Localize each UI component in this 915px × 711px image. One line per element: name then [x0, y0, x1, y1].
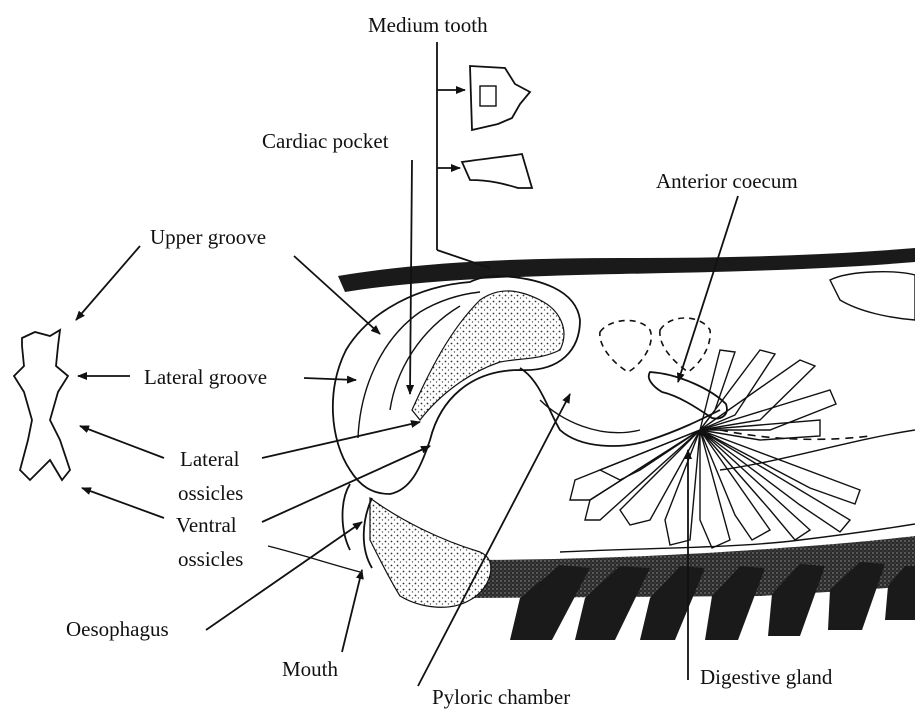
dashed-organ-2 — [660, 318, 710, 372]
label-pyloric-chamber: Pyloric chamber — [432, 685, 570, 709]
ossicle-illustration — [14, 330, 70, 480]
dashed-organ-1 — [600, 320, 651, 372]
medium-tooth-illustration-1 — [470, 66, 530, 130]
label-lateral-groove: Lateral groove — [144, 365, 267, 389]
digestive-gland-fan — [570, 350, 860, 548]
label-digestive-gland: Digestive gland — [700, 665, 833, 689]
label-mouth: Mouth — [282, 657, 339, 681]
medium-tooth-illustration-2 — [462, 154, 532, 188]
label-medium-tooth: Medium tooth — [368, 13, 488, 37]
dorsal-band — [338, 248, 915, 292]
label-anterior-coecum: Anterior coecum — [656, 169, 798, 193]
mouth-stipple — [370, 498, 491, 607]
label-lateral-ossicles-2: ossicles — [178, 481, 243, 505]
label-cardiac-pocket: Cardiac pocket — [262, 129, 389, 153]
label-lateral-ossicles-1: Lateral — [180, 447, 240, 471]
label-ventral-ossicles-2: ossicles — [178, 547, 243, 571]
label-upper-groove: Upper groove — [150, 225, 266, 249]
label-ventral-ossicles-1: Ventral — [176, 513, 237, 537]
label-oesophagus: Oesophagus — [66, 617, 169, 641]
